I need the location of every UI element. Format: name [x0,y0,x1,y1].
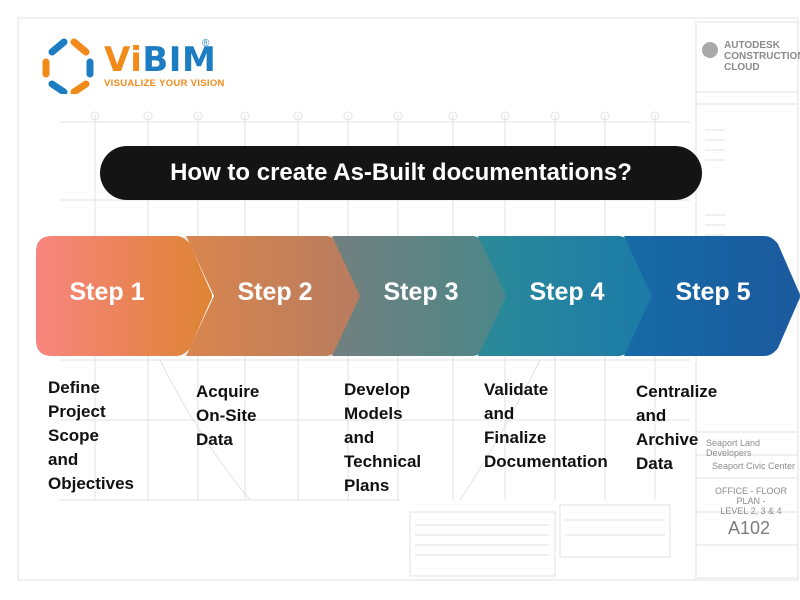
wordmark-vi: Vi [104,40,143,80]
step-2-arrow [186,236,362,356]
autodesk-icon [702,42,718,58]
autodesk-brand-text: AUTODESK CONSTRUCTION CLOUD [724,40,800,73]
developer-text: Seaport Land Developers [706,438,761,458]
project-text: Seaport Civic Center [712,461,796,471]
wordmark-bim: BIM [142,40,217,80]
step-4-arrow [478,236,654,356]
sheet-title-text: OFFICE - FLOOR PLAN - LEVEL 2, 3 & 4 [715,486,787,516]
step-3-label: Step 3 [383,278,459,306]
step-1-arrow [36,236,212,356]
page-title: How to create As-Built documentations? [100,146,702,200]
step-3-description: Develop Models and Technical Plans [344,380,422,495]
vibim-wordmark: ViBIM [104,42,216,78]
vibim-logo-icon [42,38,94,94]
step-4-description: Validate and Finalize Documentation [484,380,608,471]
step-2-description: Acquire On-Site Data [196,382,260,449]
autodesk-construction-cloud-logo: AUTODESK CONSTRUCTION CLOUD [702,40,800,80]
step-2-label: Step 2 [237,278,313,306]
vibim-tagline: VISUALIZE YOUR VISION [104,78,225,89]
step-3-arrow [332,236,508,356]
step-4-label: Step 4 [529,278,605,306]
registered-mark: ® [202,38,210,49]
step-5-arrow [624,236,800,356]
step-1-description: Define Project Scope and Objectives [48,378,134,493]
step-5-label: Step 5 [675,278,751,306]
vibim-logo: ViBIM ® VISUALIZE YOUR VISION [40,38,240,98]
step-1-label: Step 1 [69,278,145,306]
step-5-description: Centralize and Archive Data [636,382,718,473]
sheet-number: A102 [728,518,771,538]
